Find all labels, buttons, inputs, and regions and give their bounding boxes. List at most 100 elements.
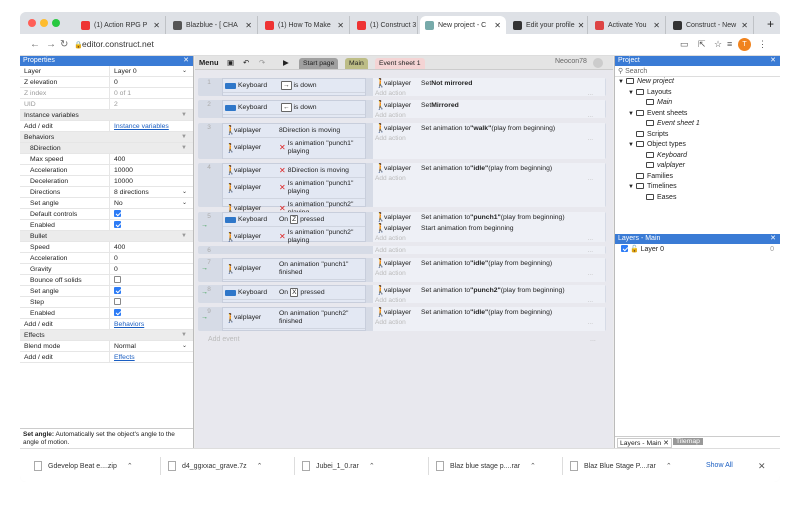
add-edit-link[interactable]: Behaviors [114,321,145,328]
browser-tab[interactable]: Activate You✕ [590,16,666,34]
tree-item[interactable]: valplayer [615,161,780,172]
user-avatar[interactable] [593,58,603,68]
download-item[interactable]: Blaz Blue Stage P....rar⌃ [570,459,672,473]
collapse-icon[interactable]: ▼ [181,233,187,239]
download-item[interactable]: d4_ggxxac_grave.7z⌃ [168,459,262,473]
tree-item[interactable]: Scripts [615,130,780,141]
tree-item[interactable]: Main [615,98,780,109]
property-checkbox[interactable] [114,276,121,284]
close-icon[interactable]: ✕ [183,57,189,64]
property-value[interactable]: Layer 0 [114,68,137,75]
close-tab-icon[interactable]: ✕ [494,20,501,30]
property-row[interactable]: Behaviors▼ [20,132,193,143]
property-value[interactable]: 10000 [114,167,133,174]
add-edit-link[interactable]: Effects [114,354,135,361]
expand-icon[interactable]: ▼ [618,79,624,85]
back-icon[interactable]: ← [30,39,40,50]
search-input[interactable]: Search [625,68,648,75]
property-value[interactable]: No [114,200,123,207]
profile-avatar[interactable]: T [738,38,751,51]
tree-item[interactable]: ▼Object types [615,140,780,151]
add-edit-link[interactable]: Instance variables [114,123,169,130]
bookmark-star-icon[interactable]: ☆ [714,39,723,49]
expand-icon[interactable]: ▼ [628,89,634,96]
tab-event-sheet-1[interactable]: Event sheet 1 [375,58,425,69]
property-row[interactable]: Effects▼ [20,330,193,341]
close-window-button[interactable] [28,19,36,27]
chevron-up-icon[interactable]: ⌃ [368,463,375,470]
tree-item[interactable]: Keyboard [615,151,780,162]
add-action-link[interactable]: Add action... [375,247,593,254]
add-action-link[interactable]: Add action... [375,175,593,182]
expand-icon[interactable]: ▼ [628,142,634,148]
condition-row[interactable]: Keyboard←is down [223,101,365,115]
download-item[interactable]: Blaz blue stage p....rar⌃ [436,459,536,473]
minimize-window-button[interactable] [40,19,48,27]
more-menu-icon[interactable]: ⋮ [758,39,767,49]
collapse-icon[interactable]: ▼ [181,332,187,338]
save-icon[interactable]: ▣ [227,58,235,67]
property-value[interactable]: 0 of 1 [114,90,132,97]
layer-row[interactable]: 🔓 Layer 0 0 [615,244,780,255]
show-all-button[interactable]: Show All [706,462,733,469]
new-tab-button[interactable]: + [767,17,775,31]
share-icon[interactable]: ⇱ [698,39,706,49]
property-row[interactable]: Instance variables▼ [20,110,193,121]
project-search[interactable]: ⚲ Search [615,66,780,77]
browser-tab[interactable]: Edit your profile✕ [508,16,588,34]
browser-tab[interactable]: New project - C✕ [420,16,506,34]
property-value[interactable]: Normal [114,343,136,350]
cast-icon[interactable]: ▭ [680,39,689,49]
condition-row[interactable]: 🚶valplayer✕Is animation "punch2" playing [223,227,365,248]
condition-block[interactable]: 🚶valplayer✕8Direction is moving🚶valplaye… [222,163,366,220]
close-icon[interactable]: ✕ [770,235,776,242]
add-action-link[interactable]: Add action... [375,112,593,119]
reload-icon[interactable]: ↻ [60,39,69,50]
tree-item[interactable]: Eases [615,193,780,204]
collapse-icon[interactable]: ▼ [181,134,187,140]
browser-tab[interactable]: (1) How To Make✕ [260,16,350,34]
tab-main[interactable]: Main [345,58,368,69]
browser-tab[interactable]: Construct - New✕ [668,16,754,34]
tab-layers-main[interactable]: Layers - Main ✕ [617,438,672,448]
expand-icon[interactable]: ▼ [628,184,634,190]
browser-tab[interactable]: (1) Construct 3✕ [352,16,418,34]
close-tab-icon[interactable]: ✕ [741,20,748,30]
url-field[interactable]: editor.construct.net [82,39,154,49]
condition-row[interactable]: Keyboard→is down [223,79,365,93]
forward-icon[interactable]: → [46,39,56,50]
add-action-link[interactable]: Add action... [375,90,593,97]
browser-tab[interactable]: (1) Action RPG P✕ [76,16,166,34]
layer-visible-checkbox[interactable] [621,245,628,253]
add-event-link[interactable]: Add event [208,336,240,343]
condition-row[interactable]: 🚶valplayer✕8Direction is moving [223,164,365,178]
property-value[interactable]: 0 [114,79,118,86]
add-action-link[interactable]: Add action... [375,270,593,277]
close-tab-icon[interactable]: ✕ [337,20,344,30]
tree-item[interactable]: ▼Event sheets [615,109,780,120]
add-action-link[interactable]: Add action... [375,135,593,142]
collapse-icon[interactable]: ▼ [181,145,187,151]
browser-tab[interactable]: Blazblue - [ CHA✕ [168,16,258,34]
collapse-icon[interactable]: ▼ [181,112,187,118]
tree-item[interactable]: Families [615,172,780,183]
undo-icon[interactable]: ↶ [243,58,250,67]
property-checkbox[interactable] [114,298,121,306]
close-tab-icon[interactable]: ✕ [153,20,160,30]
close-tab-icon[interactable]: ✕ [416,21,417,30]
